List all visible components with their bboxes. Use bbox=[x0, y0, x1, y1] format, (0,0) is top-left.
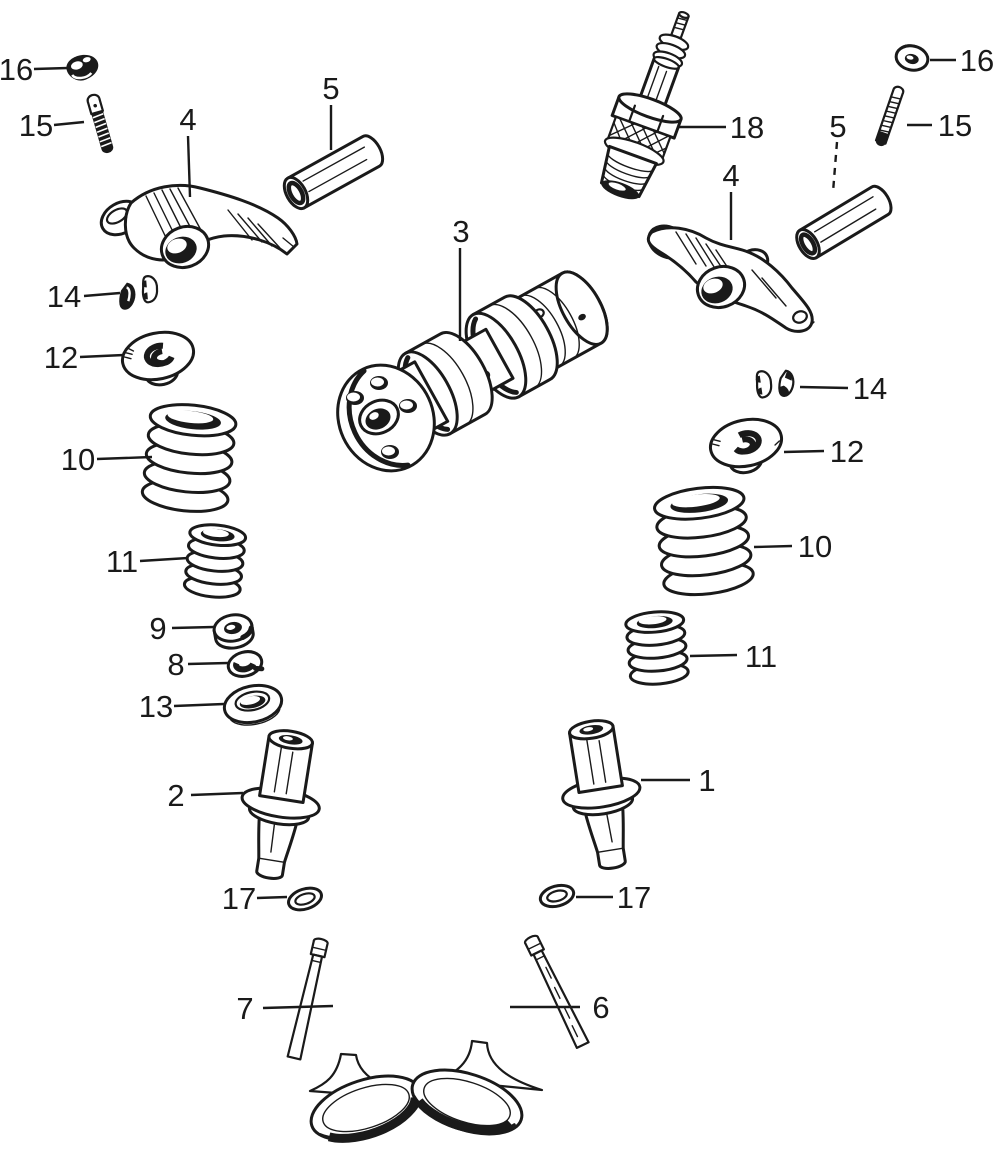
callout-nut-right: 16 bbox=[930, 43, 994, 78]
callout-number: 13 bbox=[139, 689, 173, 724]
callout-nut-left: 16 bbox=[0, 52, 69, 87]
callout-inner-spring-right: 11 bbox=[689, 639, 777, 674]
callout-number: 2 bbox=[167, 778, 184, 813]
callout-spark-plug: 18 bbox=[678, 110, 764, 145]
inner-valve-spring-right-drawing bbox=[624, 610, 690, 686]
callout-number: 14 bbox=[47, 279, 81, 314]
callout-oring-right: 17 bbox=[576, 880, 651, 915]
outer-valve-spring-left-drawing bbox=[140, 403, 238, 513]
callout-seal-cap: 13 bbox=[139, 689, 225, 724]
rocker-arm-left-drawing bbox=[99, 183, 299, 270]
callout-number: 6 bbox=[592, 990, 609, 1025]
callout-cotters-right: 14 bbox=[799, 371, 887, 406]
valve-right-drawing bbox=[410, 934, 590, 1136]
spring-retainer-left-drawing bbox=[120, 330, 196, 387]
rocker-shaft-pin-right-drawing bbox=[795, 184, 893, 260]
spark-plug-drawing bbox=[599, 10, 690, 200]
callout-number: 12 bbox=[830, 434, 864, 469]
callout-number: 7 bbox=[236, 991, 253, 1026]
o-ring-left-drawing bbox=[287, 886, 323, 912]
valve-seal-cap-drawing bbox=[222, 683, 284, 726]
callout-number: 10 bbox=[798, 529, 832, 564]
stud-left-drawing bbox=[86, 93, 114, 154]
valve-guide-right-drawing bbox=[561, 719, 642, 870]
valve-left-drawing bbox=[286, 937, 430, 1143]
callout-valve-guide-right: 1 bbox=[641, 763, 716, 798]
callout-stem-seal: 8 bbox=[167, 647, 229, 682]
callout-number: 17 bbox=[222, 881, 256, 916]
inner-valve-spring-left-drawing bbox=[182, 523, 248, 599]
spring-retainer-right-drawing bbox=[708, 417, 784, 475]
callout-number: 14 bbox=[853, 371, 887, 406]
callout-number: 11 bbox=[106, 544, 138, 579]
stud-right-drawing bbox=[874, 85, 905, 147]
callout-number: 18 bbox=[730, 110, 764, 145]
callout-outer-spring-right: 10 bbox=[753, 529, 832, 564]
callout-outer-spring-left: 10 bbox=[61, 442, 153, 477]
nut-left-drawing bbox=[66, 54, 99, 81]
callout-number: 16 bbox=[0, 52, 33, 87]
callout-number: 16 bbox=[960, 43, 994, 78]
callout-number: 11 bbox=[745, 639, 777, 674]
valve-cotters-left-drawing bbox=[119, 275, 159, 310]
callout-number: 15 bbox=[938, 108, 972, 143]
callout-number: 9 bbox=[149, 611, 166, 646]
callout-number: 5 bbox=[322, 71, 339, 106]
callout-number: 1 bbox=[698, 763, 715, 798]
valve-stem-seal-drawing bbox=[226, 650, 265, 678]
callout-spring-seat: 9 bbox=[149, 611, 215, 646]
callout-number: 15 bbox=[19, 108, 53, 143]
callout-number: 12 bbox=[44, 340, 78, 375]
callout-camshaft: 3 bbox=[452, 214, 470, 341]
callout-stud-left: 15 bbox=[19, 108, 85, 143]
callout-inner-spring-left: 11 bbox=[106, 544, 189, 579]
callout-number: 5 bbox=[829, 109, 846, 144]
callout-rocker-pin-left: 5 bbox=[322, 71, 340, 150]
callout-retainer-left: 12 bbox=[44, 340, 125, 375]
callout-retainer-right: 12 bbox=[783, 434, 864, 469]
callout-number: 10 bbox=[61, 442, 95, 477]
callout-cotters-left: 14 bbox=[47, 279, 121, 314]
valve-cotters-right-drawing bbox=[755, 369, 795, 399]
callout-valve-left: 7 bbox=[236, 991, 334, 1026]
camshaft-drawing bbox=[336, 270, 609, 473]
callouts: 16 15 4 5 18 5 15 16 bbox=[0, 43, 994, 1026]
callout-number: 8 bbox=[167, 647, 184, 682]
callout-number: 4 bbox=[179, 102, 196, 137]
callout-number: 4 bbox=[722, 158, 739, 193]
callout-rocker-right: 4 bbox=[722, 158, 740, 240]
valve-spring-seat-drawing bbox=[212, 613, 255, 650]
callout-valve-right: 6 bbox=[510, 990, 610, 1025]
rocker-arm-right-drawing bbox=[646, 224, 815, 333]
camshaft-flange-holes bbox=[346, 376, 417, 459]
o-ring-right-drawing bbox=[538, 883, 576, 909]
callout-number: 3 bbox=[452, 214, 469, 249]
callout-stud-right: 15 bbox=[907, 108, 972, 143]
valve-guide-left-drawing bbox=[240, 729, 321, 880]
callout-valve-guide-left: 2 bbox=[167, 778, 244, 813]
rocker-shaft-pin-left-drawing bbox=[282, 134, 385, 211]
nut-right-drawing bbox=[894, 44, 930, 72]
callout-rocker-pin-right: 5 bbox=[829, 109, 847, 193]
callout-oring-left: 17 bbox=[222, 881, 288, 916]
callout-rocker-left: 4 bbox=[179, 102, 197, 198]
outer-valve-spring-right-drawing bbox=[653, 485, 755, 597]
callout-number: 17 bbox=[617, 880, 651, 915]
